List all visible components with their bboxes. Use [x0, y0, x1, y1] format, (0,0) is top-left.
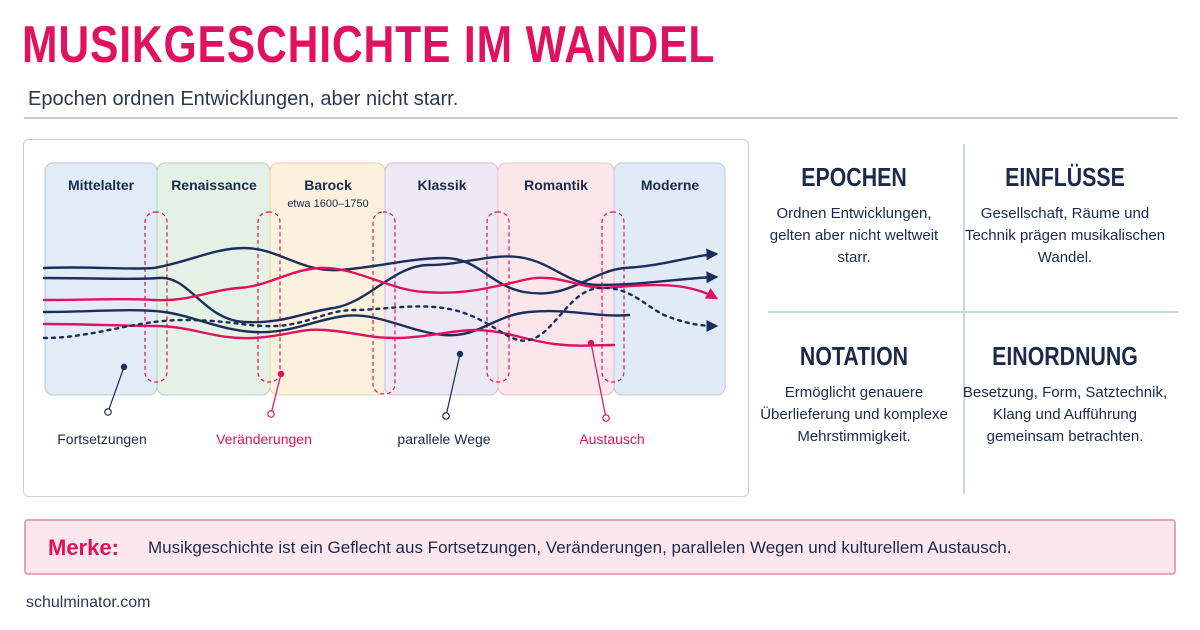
epoch-timeline-diagram: Mittelalter Renaissance Barock Klassik R… [23, 139, 749, 497]
epoch-name-mittelalter: Mittelalter [68, 177, 135, 193]
card-einordnung-text: Besetzung, Form, Satztechnik, Klang und … [962, 384, 1168, 445]
transition-boundary-1 [144, 211, 168, 383]
transition-boundary-2 [257, 211, 281, 383]
pointer-end-veraenderungen [267, 410, 275, 418]
transition-boundary-3 [372, 211, 396, 395]
strand-navy-2 [42, 255, 719, 324]
pointer-fortsetzungen [107, 366, 125, 413]
pointer-parallele-wege [445, 353, 461, 417]
card-notation-text: Ermöglicht genauere Überlieferung und ko… [760, 384, 948, 445]
title-divider [24, 117, 1178, 119]
transition-boundary-5 [601, 211, 625, 383]
epoch-name-moderne: Moderne [641, 177, 700, 193]
epoch-renaissance [156, 162, 271, 396]
card-einordnung-title: EINORDNUNG [992, 341, 1138, 371]
card-einfluesse-text: Gesellschaft, Räume und Technik prägen m… [964, 205, 1166, 266]
card-einfluesse-title: EINFLÜSSE [1005, 162, 1125, 192]
epoch-sub-barock: etwa 1600–1750 [287, 198, 368, 210]
merke-text: Musikgeschichte ist ein Geflecht aus For… [148, 538, 1012, 557]
transition-boundaries [144, 211, 625, 395]
label-parallele-wege: parallele Wege [397, 431, 490, 447]
epoch-name-romantik: Romantik [524, 177, 588, 193]
pointer-veraenderungen [270, 373, 282, 415]
pointer-end-fortsetzungen [104, 408, 112, 416]
card-notation-title: NOTATION [799, 341, 909, 371]
epoch-name-barock: Barock [304, 177, 352, 193]
card-epochen-text: Ordnen Entwicklungen, gelten aber nicht … [769, 205, 939, 266]
card-epochen: EPOCHEN Ordnen Entwicklungen, gelten abe… [754, 162, 954, 269]
pointer-end-parallele-wege [442, 412, 450, 420]
page-subtitle: Epochen ordnen Entwicklungen, aber nicht… [28, 88, 459, 110]
epoch-name-renaissance: Renaissance [171, 177, 257, 193]
epoch-moderne [613, 162, 726, 396]
pointer-dot-fortsetzungen [120, 363, 128, 371]
pointer-end-austausch [602, 414, 610, 422]
epoch-name-klassik: Klassik [417, 177, 466, 193]
label-veraenderungen: Veränderungen [216, 431, 312, 447]
pointer-austausch [590, 342, 607, 419]
epoch-klassik [384, 162, 499, 396]
card-einfluesse: EINFLÜSSE Gesellschaft, Räume und Techni… [960, 162, 1170, 269]
merke-box: Merke: Musikgeschichte ist ein Geflecht … [24, 519, 1176, 575]
cards-horizontal-divider [768, 311, 1178, 313]
strand-dotted [42, 286, 719, 342]
strand-navy-3 [42, 309, 631, 337]
pointer-dot-austausch [587, 339, 595, 347]
label-fortsetzungen: Fortsetzungen [57, 431, 147, 447]
pointer-dot-parallele-wege [456, 350, 464, 358]
cards-vertical-divider [963, 144, 965, 494]
transition-boundary-4 [486, 211, 510, 383]
card-epochen-title: EPOCHEN [801, 162, 907, 192]
annotation-pointers [104, 339, 610, 422]
history-strands [42, 246, 719, 347]
page-title: MUSIKGESCHICHTE IM WANDEL [22, 16, 716, 74]
card-einordnung: EINORDNUNG Besetzung, Form, Satztechnik,… [960, 341, 1170, 448]
timeline-svg: Mittelalter Renaissance Barock Klassik R… [42, 162, 726, 447]
pointer-dot-veraenderungen [277, 370, 285, 378]
strand-navy-1 [42, 246, 719, 295]
footer-source: schulminator.com [26, 594, 151, 611]
merke-label: Merke: [48, 535, 119, 560]
label-austausch: Austausch [579, 431, 644, 447]
card-notation: NOTATION Ermöglicht genauere Überlieferu… [754, 341, 954, 448]
